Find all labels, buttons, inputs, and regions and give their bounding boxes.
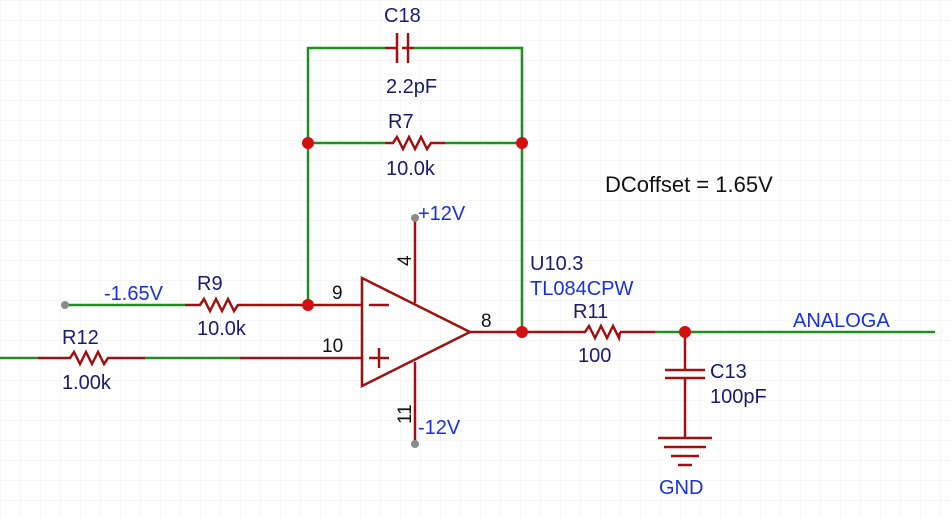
resistor-r11 — [575, 323, 622, 342]
open-terminal — [411, 440, 419, 448]
ground-icon — [658, 436, 712, 467]
pin-inv: 9 — [332, 283, 343, 304]
resistor-r7 — [385, 134, 445, 152]
r7-value: 10.0k — [386, 158, 436, 180]
net-offset-in: -1.65V — [104, 283, 164, 305]
net-ground: GND — [659, 477, 703, 499]
junction-dot — [516, 326, 528, 338]
open-terminal — [61, 301, 69, 309]
junction-dot — [302, 299, 314, 311]
c18-value: 2.2pF — [386, 76, 437, 98]
net-vneg: -12V — [418, 417, 461, 439]
wire-feedback-cap-loop-right — [414, 46, 524, 332]
resistor-r12 — [38, 349, 145, 367]
capacitor-c18 — [385, 33, 414, 63]
r11-value: 100 — [578, 345, 611, 367]
r11-ref: R11 — [573, 301, 608, 323]
u10-ref: U10.3 — [530, 253, 583, 275]
opamp-u10 — [360, 275, 473, 389]
c13-value: 100pF — [710, 386, 767, 408]
net-vpos: +12V — [418, 203, 466, 225]
c18-ref: C18 — [384, 5, 421, 27]
r7-ref: R7 — [388, 111, 414, 133]
dc-offset-note: DCoffset = 1.65V — [605, 172, 773, 197]
r12-value: 1.00k — [62, 372, 112, 394]
r9-ref: R9 — [197, 273, 223, 295]
pin-vpos: 4 — [395, 255, 416, 266]
net-output: ANALOGA — [793, 310, 890, 332]
junction-dot — [302, 137, 314, 149]
u10-part: TL084CPW — [530, 278, 633, 300]
capacitor-c13 — [665, 368, 705, 380]
component-leads — [240, 218, 687, 444]
pin-noninv: 10 — [322, 336, 343, 357]
r9-value: 10.0k — [197, 318, 247, 340]
c13-ref: C13 — [710, 361, 747, 383]
wire-feedback-cap-loop — [306, 46, 385, 305]
junction-dot — [679, 326, 691, 338]
open-terminal — [411, 214, 419, 222]
r12-ref: R12 — [62, 327, 99, 349]
resistor-r9 — [185, 296, 240, 314]
pin-vneg: 11 — [395, 404, 416, 424]
wires — [0, 46, 935, 360]
junction-dot — [516, 137, 528, 149]
pin-out: 8 — [481, 311, 492, 332]
